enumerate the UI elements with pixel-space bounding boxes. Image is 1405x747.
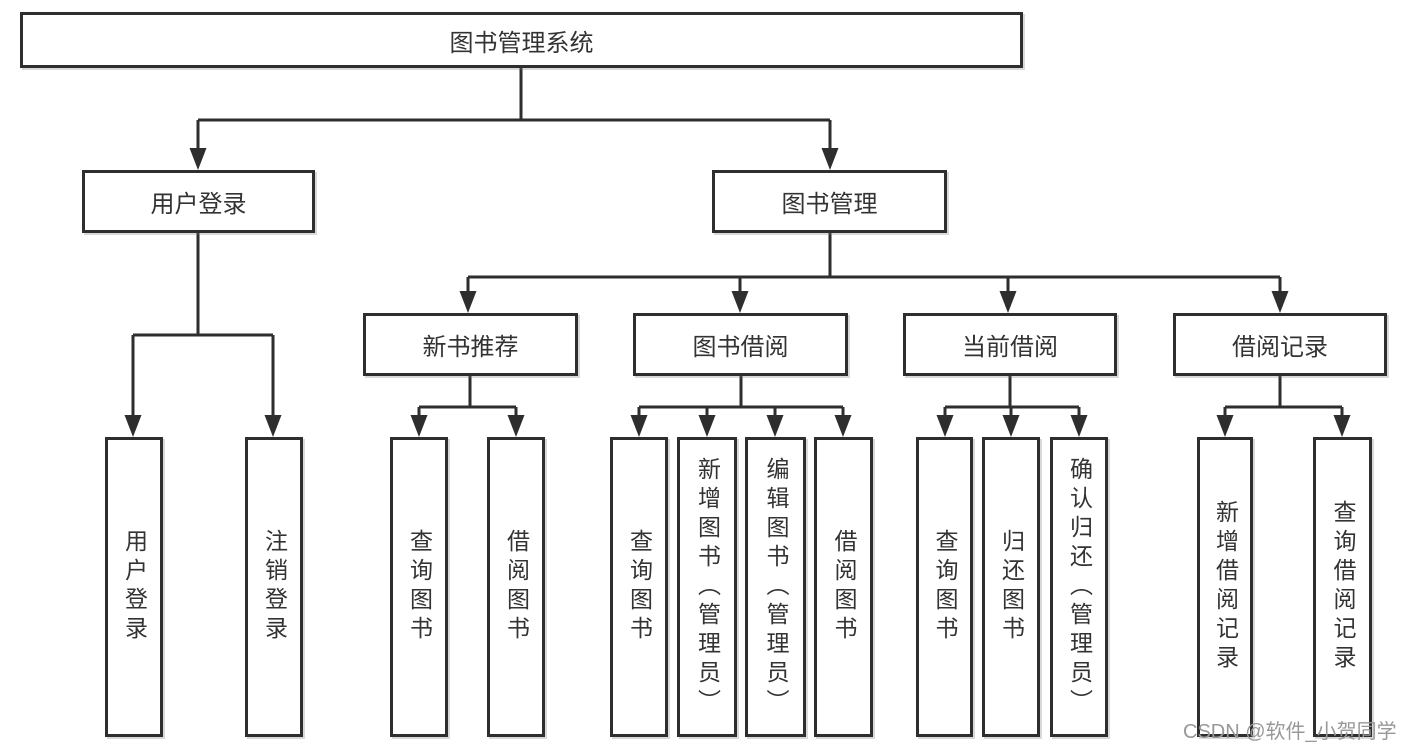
node-label: 查询图书 xyxy=(626,529,653,645)
leaf-edit-books-admin: 编辑图书（管理员） xyxy=(745,437,806,737)
node-label: 当前借阅 xyxy=(962,334,1058,361)
node-label: 用户登录 xyxy=(150,191,247,218)
node-label: 新书推荐 xyxy=(422,334,519,361)
leaf-borrow-books-newrec: 借阅图书 xyxy=(487,437,545,737)
csdn-watermark: CSDN @软件_小贺同学 xyxy=(1183,721,1397,743)
node-label: 借阅记录 xyxy=(1232,334,1328,361)
node-label: 确认归还（管理员） xyxy=(1066,456,1093,718)
node-new-book-recommendation: 新书推荐 xyxy=(363,313,578,376)
leaf-query-books-current: 查询图书 xyxy=(916,437,973,737)
node-book-management: 图书管理 xyxy=(712,170,947,233)
node-current-borrowing: 当前借阅 xyxy=(903,313,1117,376)
node-label: 图书借阅 xyxy=(692,334,789,361)
node-label: 查询借阅记录 xyxy=(1330,500,1356,674)
node-label: 新增图书（管理员） xyxy=(694,456,721,718)
node-label: 图书管理系统 xyxy=(449,29,594,57)
leaf-query-books-newrec: 查询图书 xyxy=(390,437,448,737)
node-label: 查询图书 xyxy=(932,529,958,645)
leaf-confirm-return-admin: 确认归还（管理员） xyxy=(1050,437,1108,737)
node-label: 新增借阅记录 xyxy=(1212,500,1239,674)
node-label: 查询图书 xyxy=(406,529,433,645)
node-label: 用户登录 xyxy=(121,529,148,645)
leaf-add-books-admin: 新增图书（管理员） xyxy=(677,437,737,737)
leaf-logout: 注销登录 xyxy=(245,437,303,737)
node-label: 借阅图书 xyxy=(831,529,857,645)
leaf-borrow-books: 借阅图书 xyxy=(814,437,873,737)
node-library-management-system: 图书管理系统 xyxy=(20,12,1023,68)
node-borrowing-records: 借阅记录 xyxy=(1173,313,1387,376)
node-label: 注销登录 xyxy=(261,529,288,645)
arrowheads xyxy=(124,148,1351,437)
node-book-borrowing: 图书借阅 xyxy=(633,313,848,376)
node-label: 归还图书 xyxy=(998,529,1025,645)
node-label: 借阅图书 xyxy=(503,529,530,645)
leaf-return-books: 归还图书 xyxy=(982,437,1040,737)
leaf-query-books-borrow: 查询图书 xyxy=(610,437,668,737)
leaf-query-borrow-record: 查询借阅记录 xyxy=(1313,437,1372,737)
leaf-user-login: 用户登录 xyxy=(105,437,163,737)
leaf-add-borrow-record: 新增借阅记录 xyxy=(1197,437,1253,737)
node-label: 编辑图书（管理员） xyxy=(763,456,789,718)
node-label: 图书管理 xyxy=(781,191,878,218)
node-user-login: 用户登录 xyxy=(82,170,315,233)
